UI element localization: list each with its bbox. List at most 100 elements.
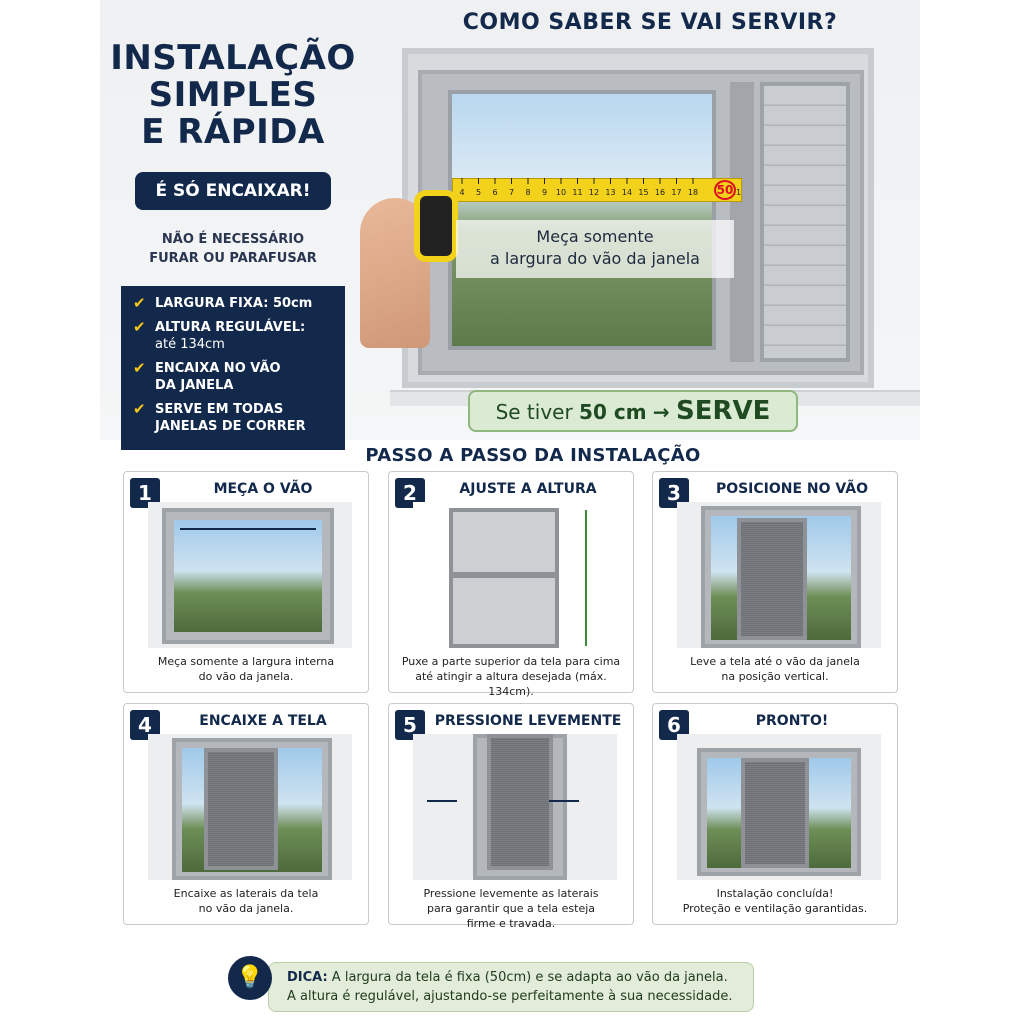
- feature-subtext: até 134cm: [155, 337, 225, 352]
- serve-value: 50 cm: [579, 400, 647, 424]
- no-drill-line: NÃO É NECESSÁRIO: [161, 232, 305, 247]
- step-caption: Instalação concluída! Proteção e ventila…: [659, 886, 891, 916]
- tape-mark-label: 16: [655, 188, 665, 197]
- tape-mark-label: 18: [688, 188, 698, 197]
- feature-item: ✔ ALTURA REGULÁVEL: até 134cm: [133, 319, 333, 353]
- caption-line: no vão da janela.: [198, 902, 294, 915]
- caption-line: até atingir a altura desejada (máx. 134c…: [415, 670, 607, 698]
- tape-measure-body: [414, 190, 458, 262]
- arrow-left-icon: [549, 800, 579, 802]
- check-icon: ✔: [133, 400, 146, 418]
- measure-overlay-line: a largura do vão da janela: [490, 249, 700, 268]
- tape-mark-label: 6: [492, 188, 497, 197]
- serve-result: SERVE: [676, 396, 771, 426]
- tape-highlight-mark: 50: [714, 180, 736, 200]
- tip-text: A largura da tela é fixa (50cm) e se ada…: [327, 970, 728, 985]
- tape-mark-label: 11: [572, 188, 582, 197]
- tape-mark-label: 8: [525, 188, 530, 197]
- window-rail: [730, 82, 754, 362]
- caption-line: Pressione levemente as laterais: [423, 887, 599, 900]
- step-caption: Encaixe as laterais da tela no vão da ja…: [130, 886, 362, 916]
- caption-line: Encaixe as laterais da tela: [173, 887, 319, 900]
- serve-prefix: Se tiver: [495, 400, 580, 424]
- caption-line: Meça somente a largura interna: [157, 655, 335, 668]
- step-caption: Meça somente a largura interna do vão da…: [130, 654, 362, 684]
- serve-banner: Se tiver 50 cm → SERVE: [468, 390, 798, 432]
- screen-panel: [204, 748, 278, 870]
- tip-text: A altura é regulável, ajustando-se perfe…: [287, 989, 733, 1004]
- feature-text: ENCAIXA NO VÃO: [155, 361, 281, 376]
- fit-badge: É SÓ ENCAIXAR!: [135, 172, 331, 210]
- measure-overlay-line: Meça somente: [536, 227, 654, 246]
- check-icon: ✔: [133, 359, 146, 377]
- tape-mark-label: 15: [638, 188, 648, 197]
- measuring-tape: [452, 178, 742, 202]
- feature-item: ✔ ENCAIXA NO VÃO DA JANELA: [133, 360, 333, 394]
- step-image: [413, 502, 617, 648]
- tape-mark-label: 14: [622, 188, 632, 197]
- step-card-2: 2 AJUSTE A ALTURA Puxe a parte superior …: [388, 471, 634, 698]
- hero-title-line: INSTALAÇÃO: [110, 38, 356, 78]
- step-title: POSICIONE NO VÃO: [715, 481, 869, 497]
- no-drill-note: NÃO É NECESSÁRIO FURAR OU PARAFUSAR: [120, 230, 346, 268]
- caption-line: Instalação concluída!: [716, 887, 834, 900]
- tape-mark-label: 9: [542, 188, 547, 197]
- caption-line: do vão da janela.: [198, 670, 294, 683]
- tip-label: DICA:: [287, 970, 328, 985]
- tip-box: DICA: A largura da tela é fixa (50cm) e …: [268, 962, 754, 1012]
- step-caption: Puxe a parte superior da tela para cima …: [395, 654, 627, 699]
- screen-panel: [487, 734, 553, 870]
- feature-text: SERVE EM TODAS: [155, 402, 284, 417]
- window-glass: [174, 520, 322, 632]
- screen-divider: [449, 572, 559, 578]
- caption-line: Leve a tela até o vão da janela: [690, 655, 860, 668]
- screen-panel: [737, 518, 807, 640]
- step-card-1: 1 MEÇA O VÃO Meça somente a largura inte…: [123, 471, 369, 693]
- check-icon: ✔: [133, 318, 146, 336]
- step-caption: Leve a tela até o vão da janela na posiç…: [659, 654, 891, 684]
- tape-mark-label: 12: [589, 188, 599, 197]
- hero-title-line: SIMPLES: [148, 75, 318, 115]
- step-image: [677, 502, 881, 648]
- caption-line: na posição vertical.: [721, 670, 829, 683]
- feature-subtext: JANELAS DE CORRER: [155, 419, 306, 434]
- steps-title: PASSO A PASSO DA INSTALAÇÃO: [365, 445, 701, 466]
- feature-item: ✔ LARGURA FIXA: 50cm: [133, 295, 333, 312]
- check-icon: ✔: [133, 294, 146, 312]
- feature-text: LARGURA FIXA: 50cm: [155, 296, 313, 311]
- hero-title-line: E RÁPIDA: [141, 112, 325, 152]
- arrow-right-icon: [427, 800, 457, 802]
- features-list: ✔ LARGURA FIXA: 50cm ✔ ALTURA REGULÁVEL:…: [121, 286, 345, 450]
- step-title: MEÇA O VÃO: [213, 481, 313, 497]
- tape-mark-label: 13: [605, 188, 615, 197]
- screen-panel: [449, 508, 559, 648]
- caption-line: firme e travada.: [466, 917, 556, 930]
- hero-title: INSTALAÇÃO SIMPLES E RÁPIDA: [108, 40, 358, 151]
- tape-mark-label: 5: [476, 188, 481, 197]
- step-image: [413, 734, 617, 880]
- tape-mark-label: 11: [731, 188, 741, 197]
- tape-mark-label: 7: [509, 188, 514, 197]
- step-card-6: 6 PRONTO! Instalação concluída! Proteção…: [652, 703, 898, 925]
- step-image: [148, 734, 352, 880]
- caption-line: para garantir que a tela esteja: [426, 902, 596, 915]
- tape-mark-label: 10: [556, 188, 566, 197]
- feature-text: ALTURA REGULÁVEL:: [155, 320, 306, 335]
- feature-subtext: DA JANELA: [155, 378, 234, 393]
- window-shutter: [760, 82, 850, 362]
- step-card-3: 3 POSICIONE NO VÃO Leve a tela até o vão…: [652, 471, 898, 693]
- step-card-4: 4 ENCAIXE A TELA Encaixe as laterais da …: [123, 703, 369, 925]
- step-title: PRONTO!: [755, 713, 829, 729]
- caption-line: Proteção e ventilação garantidas.: [682, 902, 868, 915]
- measure-title: COMO SABER SE VAI SERVIR?: [462, 10, 838, 35]
- step-image: [148, 502, 352, 648]
- step-image: [677, 734, 881, 880]
- step-caption: Pressione levemente as laterais para gar…: [395, 886, 627, 931]
- step-card-5: 5 PRESSIONE LEVEMENTE Pressione levement…: [388, 703, 634, 930]
- caption-line: Puxe a parte superior da tela para cima: [401, 655, 621, 668]
- no-drill-line: FURAR OU PARAFUSAR: [149, 251, 317, 266]
- step-title: AJUSTE A ALTURA: [459, 481, 597, 497]
- step-title: PRESSIONE LEVEMENTE: [434, 713, 622, 729]
- tape-mark-label: 4: [459, 188, 464, 197]
